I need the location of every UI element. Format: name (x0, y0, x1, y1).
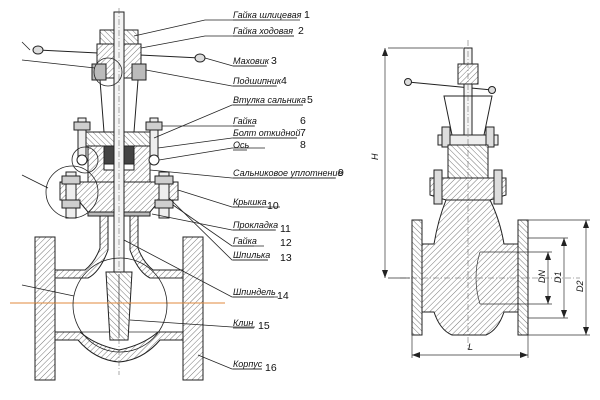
eye-bolt-left (73, 117, 91, 166)
part-number: 14 (277, 290, 289, 302)
part-label: Гайка (233, 236, 257, 246)
part-number: 4 (281, 75, 287, 87)
detail-circle-bolt (45, 165, 99, 219)
stud-right (154, 171, 174, 219)
part-label: Прокладка (233, 220, 278, 230)
dimension-d1-label: D1 (553, 271, 563, 283)
part-number: 6 (300, 115, 306, 127)
part-label: Болт откидной (233, 128, 300, 138)
external-view: H L DN D1 D2 (370, 40, 590, 358)
part-number: 9 (338, 167, 344, 179)
yoke (99, 79, 139, 133)
part-labels: Гайка шлицевая 1 Гайка ходовая 2 Маховик… (233, 9, 344, 374)
dimension-l-label: L (468, 342, 473, 352)
detail-circle-wedge (72, 257, 168, 353)
part-number: 3 (271, 55, 277, 67)
part-number: 11 (280, 223, 291, 235)
body-upper-wall (54, 209, 109, 279)
part-number: 2 (298, 25, 304, 37)
part-number: 1 (304, 9, 310, 21)
body-left-flange (34, 236, 56, 381)
part-label: Гайка ходовая (233, 26, 293, 36)
part-number: 10 (267, 200, 279, 212)
part-label: Клин (233, 318, 253, 328)
part-label: Маховик (233, 56, 270, 66)
dimension-h-label: H (370, 153, 380, 160)
right-flange-ext (517, 219, 529, 336)
part-number: 12 (280, 237, 292, 249)
part-label: Корпус (233, 359, 263, 369)
part-label: Гайка (233, 116, 257, 126)
dimension-dn-label: DN (537, 270, 547, 283)
detail-circle-gland (71, 146, 99, 174)
body-right-flange (182, 236, 204, 381)
bearing-left (91, 63, 107, 81)
part-number: 15 (258, 320, 270, 332)
part-number: 5 (307, 94, 313, 106)
part-number: 8 (300, 139, 306, 151)
body-lower-wall (54, 331, 184, 363)
part-number: 16 (265, 362, 277, 374)
part-number: 7 (300, 127, 306, 139)
part-label: Подшипник (233, 76, 282, 86)
part-label: Сальниковое уплотнение (233, 168, 343, 178)
body-ext (419, 199, 521, 336)
part-label: Гайка шлицевая (233, 10, 302, 20)
part-label: Шпиндель (233, 287, 276, 297)
label-underlines (233, 19, 335, 370)
part-number: 13 (280, 252, 292, 264)
stuffing-box (87, 145, 151, 183)
bearing-right (131, 63, 147, 81)
part-label: Ось (233, 140, 250, 150)
left-flange-ext (411, 219, 423, 336)
dimension-d2-label: D2 (575, 280, 585, 292)
part-label: Крышка (233, 197, 267, 207)
stud-left (61, 171, 81, 219)
detail-circle-bearing (93, 57, 123, 87)
part-label: Втулка сальника (233, 95, 306, 105)
part-label: Шпилька (233, 250, 270, 260)
body-upper-wall-right (129, 209, 184, 279)
section-view (10, 8, 225, 381)
